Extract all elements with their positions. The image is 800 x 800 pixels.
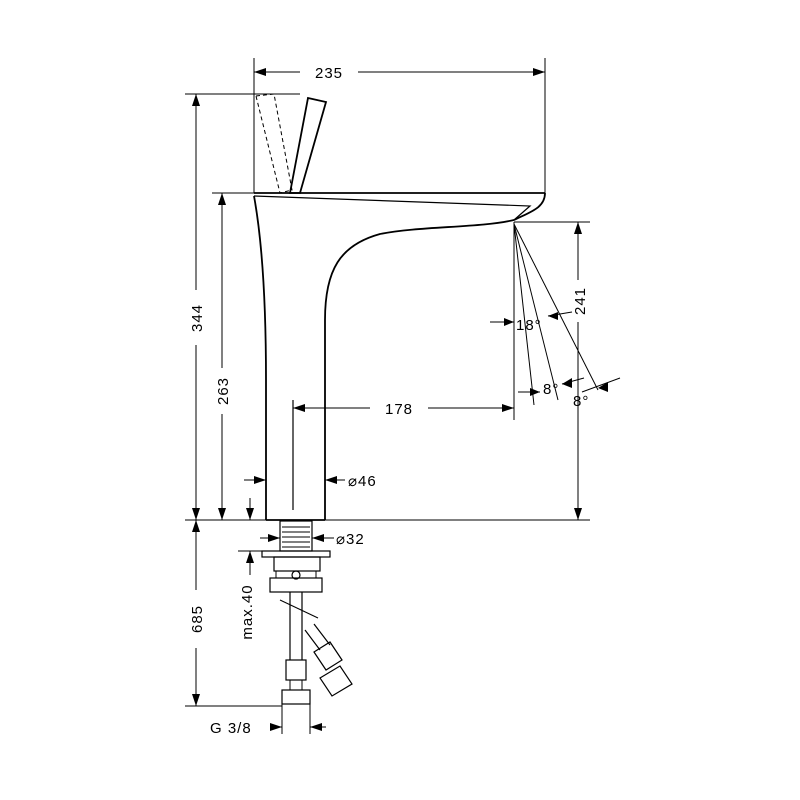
supply-hoses (279, 592, 353, 705)
dim-label-g-3-8: G 3/8 (210, 720, 252, 737)
dim-label-685: 685 (189, 605, 206, 633)
angle-label-18: 18° (516, 317, 542, 334)
angle-label-8-b: 8° (573, 393, 589, 410)
dimension-lines (192, 68, 582, 731)
dim-label-max-40: max.40 (239, 584, 256, 639)
dim-label-diameter-46: ⌀46 (348, 473, 377, 490)
faucet-lever (255, 93, 328, 194)
spray-cone (490, 223, 621, 406)
angle-label-8-a: 8° (543, 381, 559, 398)
dim-label-diameter-32: ⌀32 (336, 531, 365, 548)
dim-label-263: 263 (215, 377, 232, 405)
dim-label-241: 241 (572, 287, 589, 315)
threaded-shank (261, 520, 331, 593)
dim-label-178: 178 (385, 401, 413, 418)
dim-label-344: 344 (189, 304, 206, 332)
extension-lines (185, 58, 590, 734)
faucet-body (253, 192, 546, 521)
dim-label-235: 235 (315, 65, 343, 82)
